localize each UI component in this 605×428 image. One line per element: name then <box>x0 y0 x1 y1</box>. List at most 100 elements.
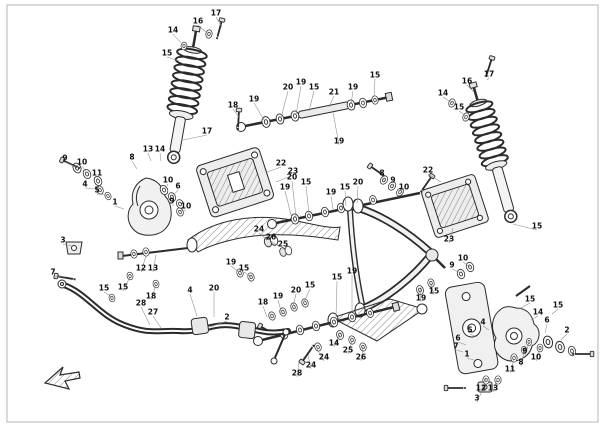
callout-leader-line <box>277 299 282 312</box>
direction-arrow-icon <box>43 366 81 390</box>
callout-leader-line <box>282 247 287 253</box>
callout-label: 15 <box>118 283 128 292</box>
callout-leader-line <box>258 232 268 241</box>
callout-label: 6 <box>544 316 549 325</box>
callout-label: 20 <box>283 83 293 92</box>
callout-label: 16 <box>462 77 472 86</box>
callout-label: 5 <box>467 326 472 335</box>
callout-label: 19 <box>296 78 306 87</box>
leader-lines <box>52 16 568 403</box>
callout-label: 19 <box>347 267 357 276</box>
callout-label: 26 <box>356 353 366 362</box>
callout-label: 4 <box>82 180 87 189</box>
callout-leader-line <box>307 354 312 370</box>
stabilizer-bar <box>57 279 291 365</box>
callout-label: 2 <box>224 313 229 322</box>
callout-label: 15 <box>525 295 535 304</box>
callout-label: 15 <box>162 49 172 58</box>
callout-leader-line <box>270 240 279 247</box>
mount-eye <box>166 150 181 165</box>
callout-label: 15 <box>301 178 311 187</box>
callout-leader-line <box>466 357 475 361</box>
callout-leader-line <box>253 102 265 121</box>
callout-label: 20 <box>209 284 219 293</box>
callout-label: 28 <box>136 299 146 308</box>
callout-leader-line <box>182 134 208 141</box>
callout-leader-line <box>492 378 498 393</box>
callout-label: 25 <box>278 240 288 249</box>
callout-label: 22 <box>423 166 433 175</box>
left-shock-absorber <box>166 25 208 165</box>
callout-leader-line <box>172 189 179 197</box>
callout-leader-line <box>292 293 297 307</box>
callout-leader-line <box>103 291 113 298</box>
callout-label: 10 <box>399 183 409 192</box>
callout-leader-line <box>305 185 310 215</box>
callout-label: 11 <box>92 169 102 178</box>
callout-label: 19 <box>273 292 283 301</box>
callout-leader-line <box>400 190 405 194</box>
callout-leader-line <box>333 334 341 348</box>
drop-link <box>273 331 287 361</box>
right-a-arm <box>342 196 446 318</box>
callout-label: 27 <box>148 308 158 317</box>
callout-leader-line <box>451 268 462 274</box>
callout-leader-line <box>350 90 354 105</box>
callout-label: 18 <box>146 292 156 301</box>
callout-leader-line <box>332 111 340 146</box>
callout-leader-line <box>308 90 315 112</box>
callout-leader-line <box>466 84 475 93</box>
callout-label: 14 <box>329 339 339 348</box>
left-trailing-arm <box>186 216 341 253</box>
callout-leader-line <box>480 378 487 393</box>
callout-label: 20 <box>353 178 363 187</box>
callout-label: 19 <box>249 95 259 104</box>
callout-leader-line <box>197 24 209 35</box>
callout-leader-line <box>243 271 252 278</box>
callout-label: 8 <box>379 169 384 178</box>
callout-label: 11 <box>505 365 515 374</box>
callout-leader-line <box>509 358 515 374</box>
callout-leader-line <box>262 305 268 318</box>
callout-label: 19 <box>348 83 358 92</box>
callout-leader-line <box>81 165 88 174</box>
callout-leader-line <box>328 95 335 108</box>
callout-leader-line <box>159 152 162 162</box>
callout-label: 15 <box>309 83 319 92</box>
callout-leader-line <box>381 176 386 182</box>
callout-label: 24 <box>254 225 264 234</box>
callout-label: 22 <box>276 159 286 168</box>
callout-leader-line <box>152 254 157 273</box>
callout-leader-line <box>486 77 490 81</box>
callout-leader-line <box>335 280 338 318</box>
callout-leader-line <box>535 348 541 362</box>
callout-leader-line <box>140 255 147 273</box>
callout-label: 9 <box>449 261 454 270</box>
coil-spring <box>465 100 509 168</box>
callout-leader-line <box>164 183 169 190</box>
callout-label: 8 <box>518 358 523 367</box>
callout-leader-line <box>457 341 467 346</box>
right-mount-plate <box>421 174 489 238</box>
callout-leader-line <box>215 16 223 28</box>
callout-leader-line <box>512 223 538 231</box>
callout-label: 28 <box>292 369 302 378</box>
bar-clamp <box>190 316 210 336</box>
callout-leader-line <box>360 346 364 362</box>
callout-leader-line <box>232 108 240 118</box>
callout-leader-line <box>469 333 478 338</box>
left-knuckle-assembly <box>65 177 189 260</box>
callout-label: 19 <box>416 294 426 303</box>
callout-label: 15 <box>305 281 315 290</box>
callout-label: 14 <box>438 89 448 98</box>
callout-leader-line <box>122 276 131 292</box>
callout-label: 15 <box>532 222 542 231</box>
callout-label: 4 <box>480 318 485 327</box>
callout-label: 13 <box>143 145 153 154</box>
callout-leader-line <box>482 325 490 331</box>
bar-clamp <box>238 321 257 340</box>
callout-leader-line <box>520 351 525 367</box>
callout-leader-line <box>330 195 334 210</box>
